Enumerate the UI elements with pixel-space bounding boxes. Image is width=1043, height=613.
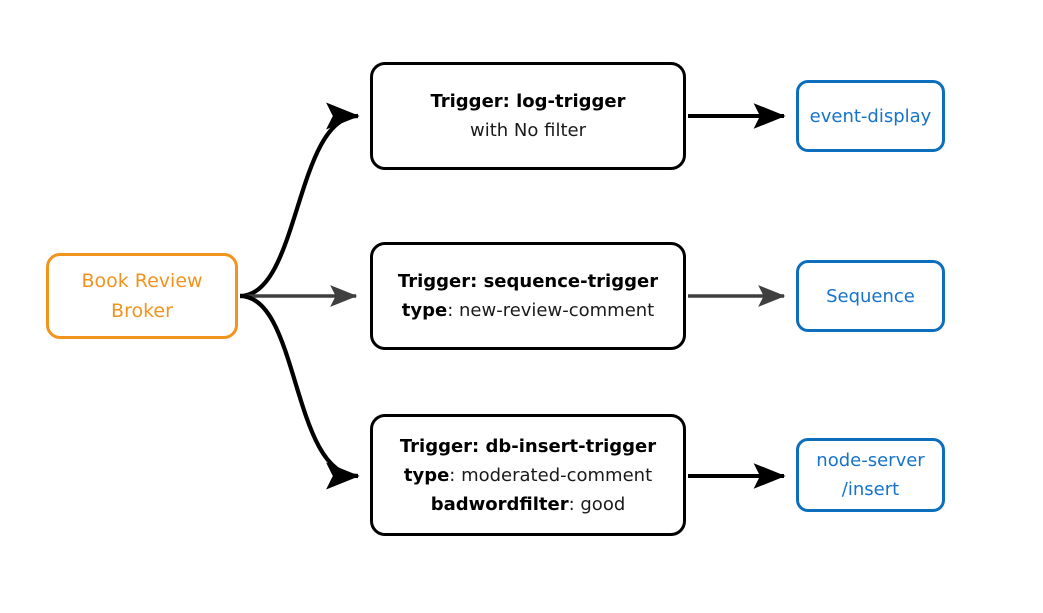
edge-broker-to-db-insert-trigger — [239, 293, 360, 490]
trigger-title-line: Trigger: log-trigger — [430, 87, 625, 116]
node-trigger-db-insert-trigger[interactable]: Trigger: db-insert-trigger type: moderat… — [370, 414, 686, 536]
trigger-detail-key: type — [403, 464, 450, 486]
broker-label-line2: Broker — [111, 300, 173, 322]
trigger-detail-key: with — [470, 120, 509, 141]
trigger-detail-line-1: type: moderated-comment — [404, 461, 652, 490]
target-label-line2: /insert — [841, 479, 900, 500]
target-label-line1: Sequence — [826, 285, 915, 307]
node-target-node-server[interactable]: node-server /insert — [796, 438, 945, 512]
trigger-detail-line-1: type: new-review-comment — [402, 296, 654, 325]
edge-broker-to-log-trigger — [239, 102, 360, 299]
trigger-detail-key: type — [401, 300, 448, 321]
trigger-title-text: Trigger: db-insert-trigger — [399, 435, 657, 457]
trigger-detail-value: : good — [568, 493, 626, 515]
trigger-detail-line-2: badwordfilter: good — [431, 490, 626, 519]
target-label-line1: event-display — [809, 105, 932, 127]
trigger-title-text: Trigger: log-trigger — [430, 91, 626, 112]
trigger-detail-value: No filter — [508, 120, 586, 141]
trigger-detail-line-1: with No filter — [470, 116, 586, 145]
trigger-detail-value: : new-review-comment — [447, 300, 655, 321]
node-trigger-log-trigger[interactable]: Trigger: log-trigger with No filter — [370, 62, 686, 170]
target-label-line1: node-server — [816, 450, 925, 471]
trigger-title-line: Trigger: db-insert-trigger — [400, 432, 656, 461]
trigger-title-line: Trigger: sequence-trigger — [398, 267, 658, 296]
node-target-event-display[interactable]: event-display — [796, 80, 945, 152]
node-trigger-sequence-trigger[interactable]: Trigger: sequence-trigger type: new-revi… — [370, 242, 686, 350]
trigger-detail-key: badwordfilter — [430, 493, 569, 515]
node-target-sequence[interactable]: Sequence — [796, 260, 945, 332]
trigger-title-text: Trigger: sequence-trigger — [397, 271, 659, 292]
node-book-review-broker[interactable]: Book Review Broker — [46, 253, 238, 339]
broker-label-line1: Book Review — [81, 270, 203, 292]
trigger-detail-value: : moderated-comment — [449, 464, 653, 486]
